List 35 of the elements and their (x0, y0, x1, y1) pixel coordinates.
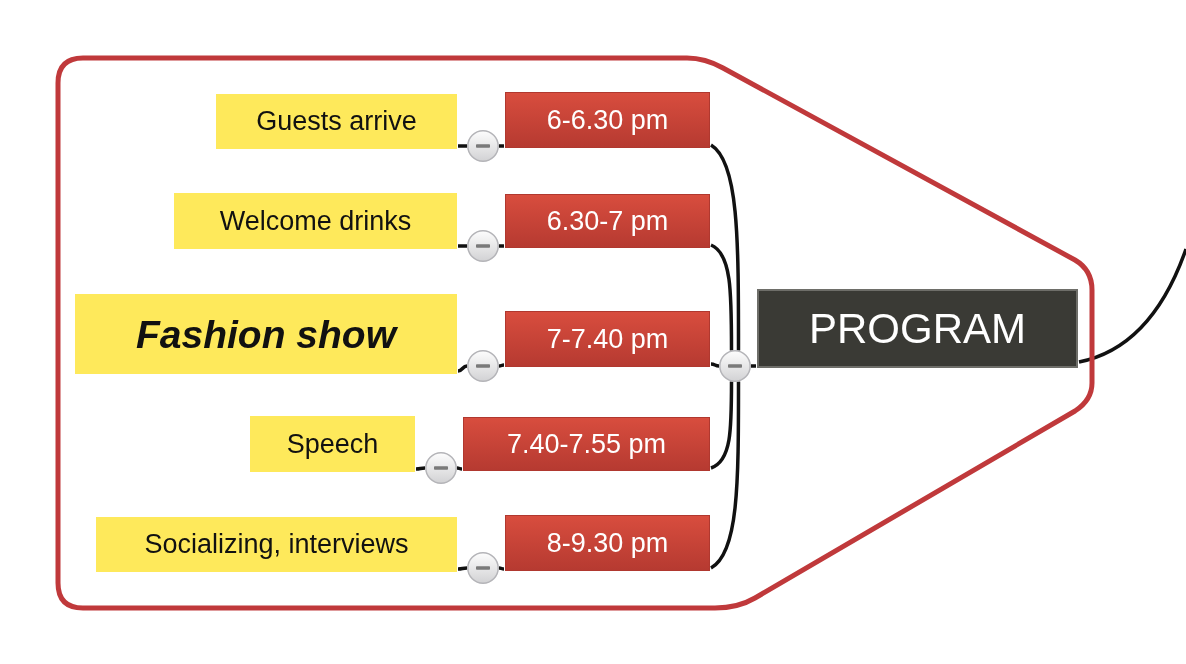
activity-box: Guests arrive (216, 94, 457, 149)
time-slot-box: 6-6.30 pm (505, 92, 710, 148)
activity-box: Fashion show (75, 294, 457, 374)
connector-line (457, 364, 468, 373)
connector-line (498, 566, 505, 571)
connector-line (498, 363, 505, 368)
collapse-icon (425, 452, 457, 484)
connector-line (751, 364, 756, 368)
activity-box: Socializing, interviews (96, 517, 457, 572)
time-slot-box: 7.40-7.55 pm (463, 417, 710, 471)
time-slot-box: 7-7.40 pm (505, 311, 710, 367)
collapse-icon (467, 552, 499, 584)
connector-line (709, 143, 741, 351)
connector-line (709, 381, 741, 570)
connector-line (710, 381, 734, 470)
connector-line (456, 466, 463, 471)
connector-line (1078, 248, 1186, 364)
connector-line (499, 144, 504, 148)
collapse-icon (719, 350, 751, 382)
collapse-icon (467, 130, 499, 162)
connector-line (458, 244, 467, 248)
time-slot-box: 6.30-7 pm (505, 194, 710, 248)
activity-box: Welcome drinks (174, 193, 457, 249)
activity-box: Speech (250, 416, 415, 472)
connector-line (415, 466, 426, 471)
collapse-icon (467, 350, 499, 382)
central-topic-box: PROGRAM (757, 289, 1078, 368)
connector-line (457, 566, 468, 571)
collapse-icon (467, 230, 499, 262)
time-slot-box: 8-9.30 pm (505, 515, 710, 571)
connector-line (458, 144, 467, 148)
boundary-outline (55, 55, 1095, 611)
connector-line (710, 243, 734, 351)
connector-line (499, 244, 504, 248)
connector-line (710, 362, 720, 368)
